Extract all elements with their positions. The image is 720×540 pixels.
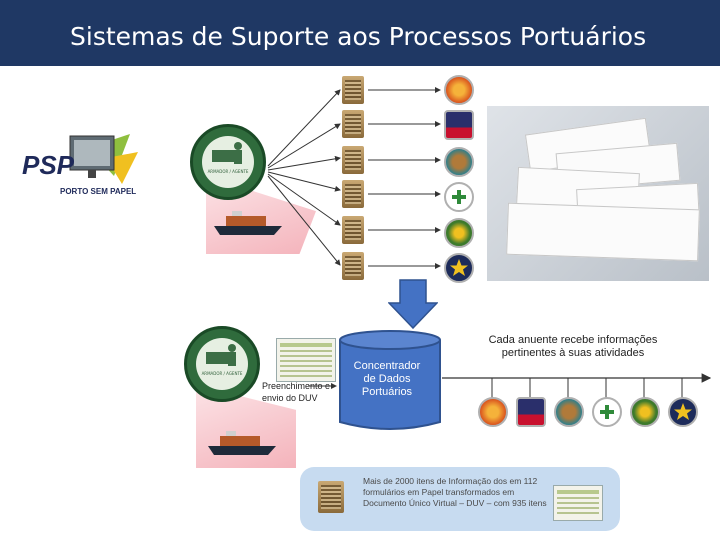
agency-logo-red-orange-icon xyxy=(478,397,508,427)
psp-acronym: PSP xyxy=(22,150,75,180)
document-stack-icon xyxy=(318,481,344,513)
operator-circle-bottom: ARMADOR / AGENTE xyxy=(184,326,260,402)
operator-label-bottom: ARMADOR / AGENTE xyxy=(201,371,243,376)
agency-logo-navy-star-icon xyxy=(668,397,698,427)
document-stack-icon xyxy=(342,146,364,174)
ship-icon xyxy=(208,431,276,455)
duv-form-thumbnail xyxy=(276,338,336,382)
agency-logo-teal-icon xyxy=(444,147,474,177)
operator-circle-top: ARMADOR / AGENTE xyxy=(190,124,266,200)
paper-pile-photo xyxy=(487,106,709,281)
document-stack-icon xyxy=(342,76,364,104)
ship-icon xyxy=(214,211,282,235)
distribution-arrow xyxy=(442,373,712,398)
fan-out-arrows xyxy=(267,89,341,266)
agency-logo-green-icon xyxy=(444,218,474,248)
document-stack-icon xyxy=(342,180,364,208)
document-stack-icon xyxy=(342,110,364,138)
page-title: Sistemas de Suporte aos Processos Portuá… xyxy=(70,22,647,51)
psp-subtitle: PORTO SEM PAPEL xyxy=(60,187,137,196)
agency-logo-green-icon xyxy=(630,397,660,427)
doc-to-agency-arrows xyxy=(368,87,441,269)
title-bar xyxy=(0,0,720,66)
agency-logo-cross-green-icon xyxy=(592,397,622,427)
psp-emblem-icon xyxy=(69,134,138,184)
agency-logo-navy-red-icon xyxy=(516,397,546,427)
operator-people-icon xyxy=(212,142,242,164)
psp-logo: PSP PORTO SEM PAPEL xyxy=(18,128,153,200)
agency-logo-cross-green-icon xyxy=(444,182,474,212)
form-to-concentrator-arrow xyxy=(308,383,337,389)
info-text: Mais de 2000 itens de Informação dos em … xyxy=(363,476,547,508)
preenchimento-caption: Preenchimento e envio do DUV xyxy=(262,381,331,403)
agency-logo-teal-icon xyxy=(554,397,584,427)
down-arrow-icon xyxy=(388,279,438,329)
data-concentrator-cylinder xyxy=(339,330,441,430)
duv-form-thumbnail xyxy=(553,485,603,521)
operator-people-icon xyxy=(206,344,236,366)
concentrator-label: Concentrador de Dados Portuários xyxy=(353,360,421,398)
agency-logo-navy-red-icon xyxy=(444,110,474,140)
document-stack-icon xyxy=(342,216,364,244)
document-stack-icon xyxy=(342,252,364,280)
anuente-caption: Cada anuente recebe informações pertinen… xyxy=(488,334,658,359)
agency-logo-red-orange-icon xyxy=(444,75,474,105)
agency-logo-navy-star-icon xyxy=(444,253,474,283)
operator-label-top: ARMADOR / AGENTE xyxy=(207,169,249,174)
